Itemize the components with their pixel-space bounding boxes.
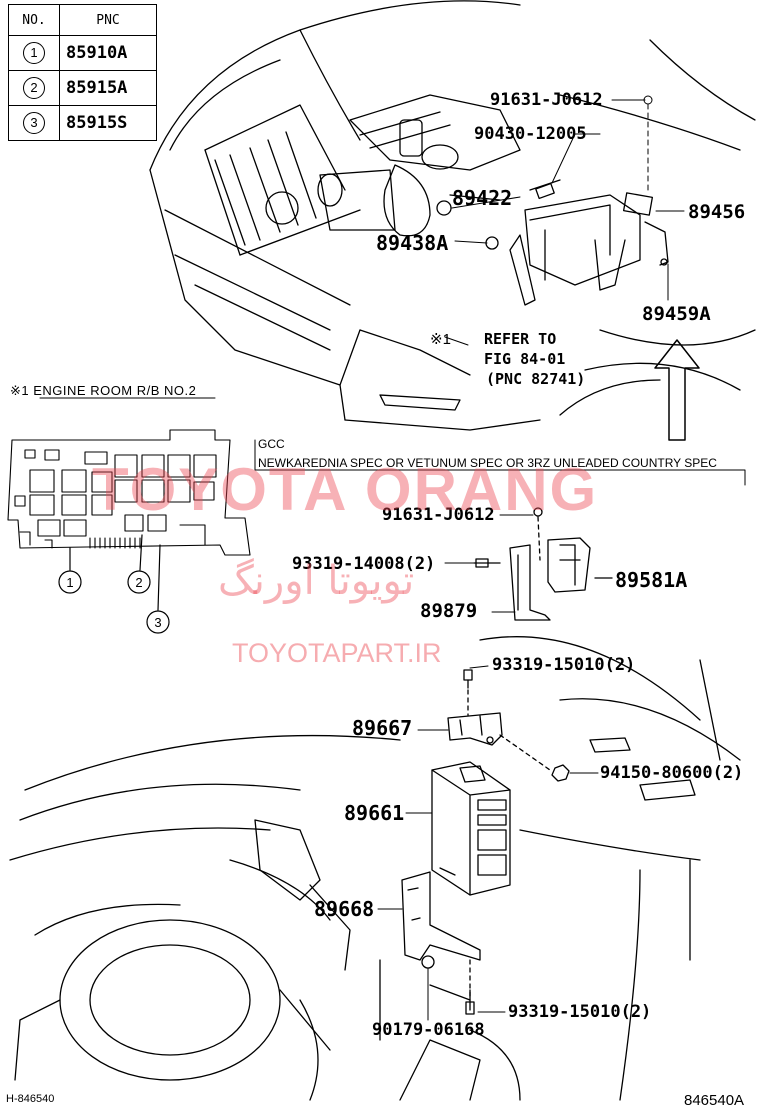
callout-89438a: 89438A (376, 231, 449, 255)
fuse-markers (58, 534, 170, 634)
refer-line-2: FIG 84-01 (484, 350, 566, 368)
row-number: 2 (23, 77, 45, 99)
footer-left-code: H-846540 (6, 1093, 55, 1105)
sensor-bracket-drawing (473, 507, 613, 621)
callout-89422: 89422 (452, 186, 513, 210)
spec-bracket (254, 439, 746, 486)
callout-89667: 89667 (352, 716, 413, 740)
gcc-label: GCC (258, 437, 285, 451)
callout-89459a: 89459A (642, 303, 711, 325)
fuse-marker-3: 3 (154, 615, 161, 630)
leader-lines-middle (444, 514, 534, 613)
callout-90430-12005: 90430-12005 (474, 124, 587, 144)
engine-room-note: ※1 ENGINE ROOM R/B NO.2 (10, 383, 197, 398)
callout-94150-80600: 94150-80600(2) (600, 763, 744, 783)
footer-right-code: 846540A (684, 1092, 745, 1109)
table-row: 3 85915S (8, 105, 157, 141)
refer-line-1: REFER TO (484, 330, 557, 348)
row-pnc: 85915A (59, 70, 157, 106)
leader-lines-top (444, 95, 685, 346)
refer-line-3: (PNC 82741) (486, 370, 586, 388)
fuse-marker-2: 2 (135, 575, 142, 590)
callout-91631-j0612-mid: 91631-J0612 (382, 505, 495, 525)
callout-90179-06168: 90179-06168 (372, 1020, 485, 1040)
watermark-persian: تویوتا اورنگ (218, 558, 415, 604)
dashboard-drawing (9, 636, 741, 1101)
table-row: 2 85915A (8, 70, 157, 106)
callout-91631-j0612-top: 91631-J0612 (490, 90, 603, 110)
callout-89668: 89668 (314, 897, 375, 921)
callout-93319-15010-top: 93319-15010(2) (492, 655, 636, 675)
callout-93319-15010-bottom: 93319-15010(2) (508, 1002, 652, 1022)
row-number: 1 (23, 42, 45, 64)
up-arrow (654, 339, 700, 441)
table-row: 1 85910A (8, 35, 157, 71)
row-number: 3 (23, 112, 45, 134)
callout-89581a: 89581A (615, 568, 688, 592)
spec-label: NEWKAREDNIA SPEC OR VETUNUM SPEC OR 3RZ … (258, 456, 717, 470)
callout-asterisk-1: ※1 (430, 331, 451, 348)
leader-lines-bottom (377, 665, 599, 1021)
fuse-marker-1: 1 (66, 575, 73, 590)
pnc-table: NO. PNC 1 85910A 2 85915A 3 85915S (8, 4, 157, 141)
vehicle-front-drawing (149, 0, 756, 431)
callout-89661: 89661 (344, 801, 405, 825)
row-pnc: 85910A (59, 35, 157, 71)
row-pnc: 85915S (59, 105, 157, 141)
callout-89456: 89456 (688, 201, 746, 223)
callout-89879: 89879 (420, 600, 478, 622)
ecu-and-brackets-drawing (401, 669, 570, 1015)
table-header-pnc: PNC (59, 4, 157, 36)
relay-box-drawing (7, 429, 251, 556)
table-header-no: NO. (8, 4, 60, 36)
watermark-site: TOYOTAPART.IR (232, 638, 442, 668)
watermark-brand: TOYOTA ORANG (92, 456, 599, 523)
callout-93319-14008: 93319-14008(2) (292, 554, 436, 574)
